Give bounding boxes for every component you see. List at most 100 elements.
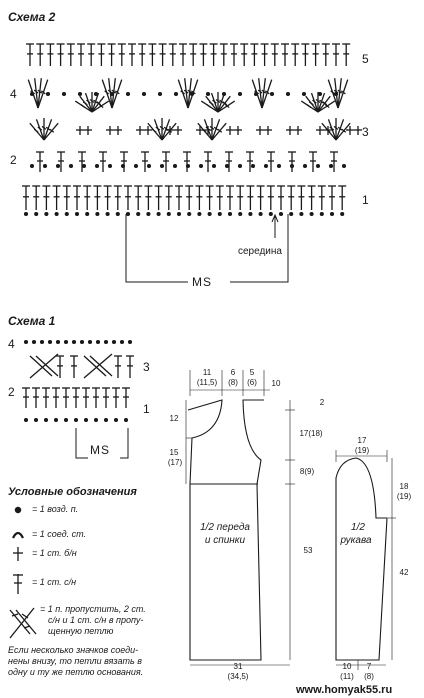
chain-dot <box>93 417 99 423</box>
chain-dot <box>125 211 131 217</box>
chain-dot <box>33 417 39 423</box>
double-crochet-symbol <box>73 185 81 210</box>
double-crochet-symbol <box>281 43 289 66</box>
double-crochet-symbol <box>246 151 254 172</box>
double-crochet-symbol <box>256 185 265 210</box>
chain-dot <box>146 163 152 169</box>
dim-2: 2 <box>319 398 325 407</box>
chain-dot <box>319 211 324 217</box>
chain-dot <box>253 91 259 97</box>
chain-dot <box>156 211 161 217</box>
chain-dot <box>207 211 212 217</box>
chain-dot <box>71 339 77 345</box>
chain-dot <box>61 91 67 97</box>
dim-6: 6 <box>230 368 236 377</box>
double-crochet-symbol <box>215 185 224 210</box>
chain-dot <box>185 163 191 169</box>
chain-dot <box>238 211 243 217</box>
single-crochet-symbol <box>264 126 272 135</box>
double-crochet-symbol <box>185 185 194 210</box>
sleeve-label-1: 1/2 <box>351 522 365 533</box>
chain-dot <box>136 211 141 217</box>
chain-dot <box>53 417 59 423</box>
double-crochet-symbol <box>56 43 65 66</box>
double-crochet-symbol <box>209 43 218 66</box>
single-crochet-symbol <box>76 126 84 135</box>
row3-fan <box>147 118 177 141</box>
double-crochet-symbol <box>57 151 65 172</box>
chain-dot <box>176 211 182 217</box>
front-back-label-1: 1/2 переда <box>200 522 250 533</box>
scheme1-stitch-chart <box>22 339 134 423</box>
double-crochet-symbol <box>102 387 110 408</box>
single-crochet-cross-icon <box>13 547 23 561</box>
sleeve-dim-10: 10 <box>342 662 352 671</box>
sleeve-dim-18: 18 <box>399 482 409 491</box>
double-crochet-symbol <box>267 151 275 172</box>
scheme2-row-label-5: 5 <box>362 52 369 66</box>
single-crochet-symbol <box>106 126 114 135</box>
double-crochet-symbol <box>236 185 245 210</box>
chain-dot <box>187 211 192 217</box>
double-crochet-symbol <box>97 43 106 66</box>
double-crochet-symbol <box>189 43 198 66</box>
double-crochet-symbol <box>260 43 269 66</box>
scheme2-row-label-4: 4 <box>10 87 17 101</box>
chain-dot <box>172 163 178 169</box>
double-crochet-symbol <box>287 185 296 210</box>
front-back-pattern-shape <box>187 399 264 661</box>
chain-dot <box>79 339 85 345</box>
chain-dot <box>81 163 87 169</box>
double-crochet-symbol <box>158 43 167 66</box>
scheme1-repeat-bracket <box>75 428 129 459</box>
chain-dot <box>301 91 307 97</box>
front-back-dimension-lines <box>185 370 295 666</box>
scheme2-repeat-label: MS <box>192 275 212 289</box>
dim-10: 10 <box>271 379 281 388</box>
dim-11-5: (11,5) <box>196 378 218 387</box>
legend-slip-text: = 1 соед. ст. <box>32 529 87 539</box>
double-crochet-symbol <box>72 387 80 408</box>
chain-dot <box>315 163 321 169</box>
chain-dot <box>23 417 29 423</box>
double-crochet-symbol <box>99 151 107 172</box>
sleeve-dim-19b: (19) <box>396 492 412 501</box>
single-crochet-symbol <box>174 126 182 135</box>
legend-sc-text: = 1 ст. б/н <box>32 548 77 558</box>
legend-note-2: нены внизу, то петли вязать в <box>8 656 142 666</box>
double-crochet-symbol <box>82 387 90 408</box>
double-crochet-symbol <box>321 43 330 66</box>
single-crochet-symbol <box>114 126 122 135</box>
double-crochet-symbol <box>148 43 157 66</box>
chain-dot <box>103 339 109 345</box>
row4-open-fan <box>200 92 236 113</box>
chain-dot <box>93 91 99 97</box>
chain-dot <box>39 339 45 345</box>
legend-crossed-text-1: = 1 п. пропустить, 2 ст. <box>40 604 146 614</box>
sleeve-dim-17: 17 <box>357 436 367 445</box>
scheme2-repeat-bracket <box>125 213 289 283</box>
double-crochet-symbol <box>330 151 338 172</box>
chain-dot <box>74 211 80 217</box>
crossed-stitches-icon <box>9 607 37 639</box>
chain-dot <box>269 91 275 97</box>
chain-dot <box>299 211 304 217</box>
chain-dot <box>43 417 49 423</box>
row4-fan <box>251 78 273 109</box>
double-crochet-symbol <box>225 151 233 172</box>
double-crochet-symbol <box>219 43 228 66</box>
scheme2-title: Схема 2 <box>8 10 56 24</box>
dim-8: (8) <box>228 378 238 387</box>
row3-fan <box>197 118 227 141</box>
chain-dot <box>341 163 347 169</box>
chain-dot <box>85 211 90 217</box>
double-crochet-symbol <box>113 185 122 210</box>
chain-dot <box>54 211 59 217</box>
single-crochet-symbol <box>136 126 144 135</box>
double-crochet-symbol <box>195 185 204 210</box>
sleeve-label-2: рукава <box>340 535 372 546</box>
double-crochet-symbol <box>311 43 320 66</box>
double-crochet-symbol <box>179 43 187 66</box>
chain-dot <box>309 211 314 217</box>
double-crochet-symbol <box>83 185 92 210</box>
